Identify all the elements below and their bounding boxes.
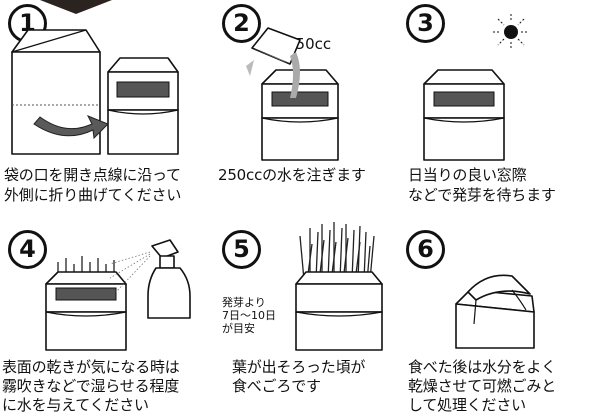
step-4-number: 4 [8, 230, 47, 269]
step-2-caption-line-1: 250ccの水を注ぎます [218, 166, 366, 184]
step-3-number: 3 [406, 4, 445, 43]
step-3-caption-line-1: 日当りの良い窓際 [408, 166, 527, 184]
step-3-caption-line-2: などで発芽を待ちます [408, 186, 556, 204]
step-1-caption-line-1: 袋の口を開き点線に沿って [4, 166, 181, 184]
step-4-caption-line-1: 表面の乾きが気になる時は [2, 358, 180, 376]
step-5-caption-line-2: 食べごろです [232, 377, 321, 395]
folding-arrow-icon [33, 115, 109, 140]
step-5-note-line-3: が目安 [222, 322, 255, 335]
step-6-caption-line-3: して処理ください [408, 396, 526, 414]
measuring-cup-icon [251, 27, 301, 98]
folded-bag-icon [455, 274, 535, 349]
spray-bottle-icon [147, 239, 191, 319]
step-5-note-line-2: 7日～10日 [222, 309, 276, 322]
step-6-number: 6 [406, 230, 445, 269]
step-5-note-line-1: 発芽より [222, 296, 266, 309]
step-5-number: 5 [222, 230, 261, 269]
step-2-number: 2 [222, 4, 261, 43]
step-6-caption-line-1: 食べた後は水分をよく [408, 358, 557, 376]
step-4-caption-line-3: に水を与えてください [2, 396, 149, 414]
step-6-caption-line-2: 乾燥させて可燃ごみと [408, 377, 557, 395]
sun-icon [493, 14, 529, 50]
step-5-caption-line-1: 葉が出そろった頃が [232, 358, 366, 376]
step-4-caption-line-2: 霧吹きなどで湿らせる程度 [2, 377, 180, 395]
step-1-caption-line-2: 外側に折り曲げてください [4, 186, 182, 204]
